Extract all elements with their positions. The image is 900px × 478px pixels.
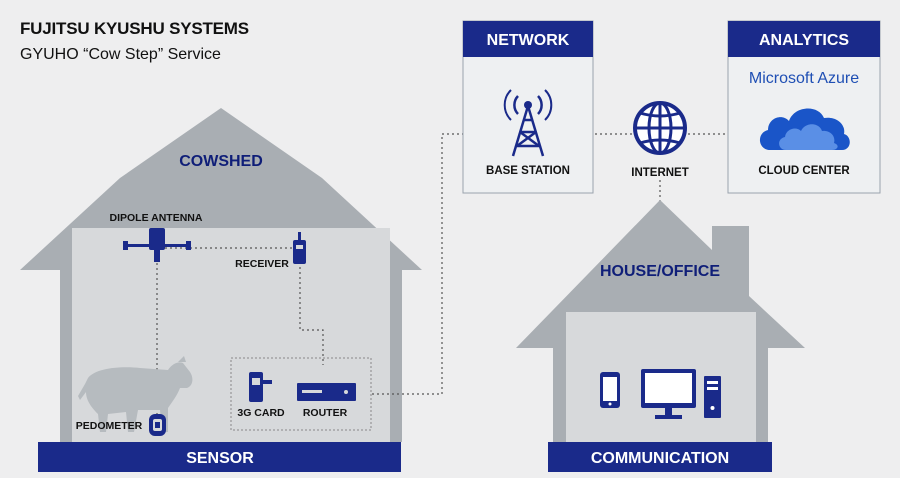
receiver-label: RECEIVER (235, 258, 289, 270)
router-icon (297, 383, 356, 401)
analytics-header: ANALYTICS (759, 32, 849, 49)
internet-label: INTERNET (631, 167, 689, 179)
3g-card-label: 3G CARD (237, 407, 285, 419)
network-header-bar (463, 21, 593, 57)
router-group-frame (230, 357, 372, 431)
cell-tower-icon (503, 89, 553, 157)
microsoft-azure-label: Microsoft Azure (749, 70, 859, 87)
antenna-icon (123, 228, 191, 262)
cowshed-label: COWSHED (179, 153, 263, 170)
analytics-panel: ANALYTICS Microsoft Azure CLOUD CENTER (727, 20, 881, 194)
cow-icon (78, 356, 193, 432)
cloud-center-label: CLOUD CENTER (758, 165, 850, 177)
network-panel: NETWORK BASE STATION (462, 20, 594, 194)
communication-footer-label: COMMUNICATION (591, 450, 729, 467)
dipole-antenna-label: DIPOLE ANTENNA (110, 212, 203, 224)
company-title: FUJITSU KYUSHU SYSTEMS (20, 19, 249, 38)
service-subtitle: GYUHO “Cow Step” Service (20, 46, 221, 63)
receiver-icon (293, 232, 306, 264)
monitor-icon (641, 369, 696, 419)
sensor-footer-label: SENSOR (186, 450, 254, 467)
analytics-header-bar (728, 21, 880, 57)
internet-node: INTERNET (631, 101, 689, 179)
house-office-label: HOUSE/OFFICE (600, 263, 720, 280)
3g-card-icon (249, 372, 272, 402)
network-header: NETWORK (487, 32, 570, 49)
router-label: ROUTER (303, 407, 348, 419)
base-station-label: BASE STATION (486, 165, 570, 177)
smartphone-icon (600, 372, 620, 408)
globe-icon (633, 101, 687, 155)
cloud-icon (759, 108, 850, 150)
house-building: HOUSE/OFFICE C (516, 200, 805, 472)
communication-footer-bar (548, 442, 772, 472)
cowshed-building: COWSHED DIPOLE ANTENNA (20, 108, 422, 472)
pedometer-label: PEDOMETER (76, 420, 143, 432)
sensor-footer-bar (38, 442, 401, 472)
desktop-tower-icon (704, 376, 721, 418)
pedometer-icon (149, 414, 166, 436)
